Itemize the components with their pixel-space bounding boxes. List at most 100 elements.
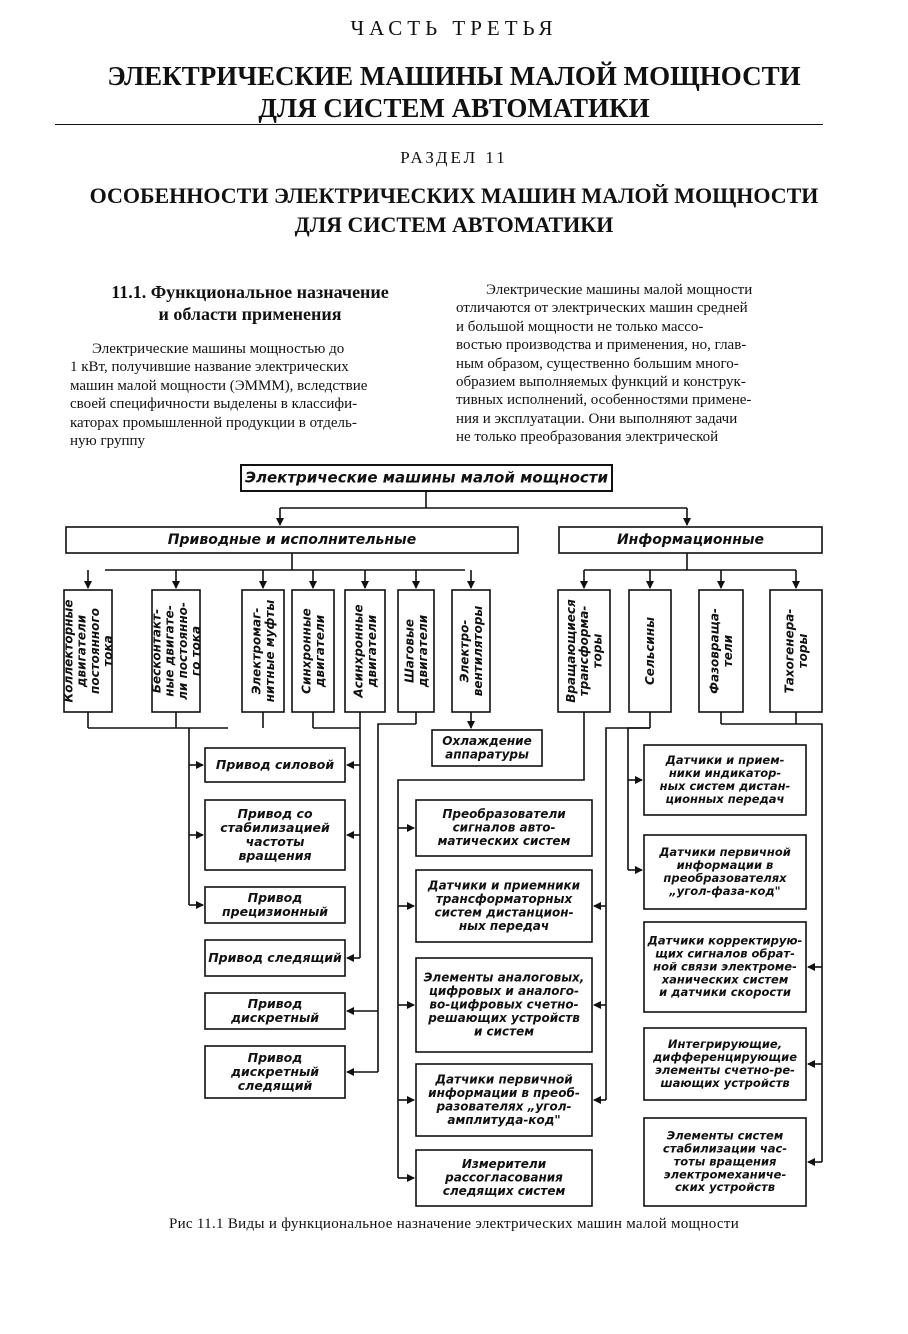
machine-type-left-4-text-1: Синхронные (300, 608, 314, 694)
application-box-mid-4-text-3: разователях „угол- (436, 1099, 572, 1113)
application-box-mid-5-frame (415, 1149, 593, 1207)
machine-type-left-6-frame (397, 589, 435, 713)
drive-box-4: Привод следящий (204, 939, 346, 977)
part-title-line-2: ДЛЯ СИСТЕМ АВТОМАТИКИ (258, 93, 650, 123)
machine-type-left-2-text-2: ные двигате- (163, 605, 177, 697)
application-box-right-5-text-2: стабилизации час- (663, 1142, 787, 1156)
machine-type-right-2: Сельсины (628, 589, 672, 713)
machine-type-left-2-text-3: ли постоянно- (176, 602, 190, 700)
machine-type-left-2-text-4: го тока (189, 626, 203, 676)
application-box-mid-3: Элементы аналоговых,цифровых и аналого-в… (415, 957, 593, 1053)
right-line-4: востью производства и применения, но, гл… (456, 337, 747, 354)
cooling-box-text-2: аппаратуры (445, 747, 529, 761)
application-box-right-1-text-1: Датчики и прием- (665, 753, 785, 767)
application-box-right-1-text-2: ники индикатор- (669, 766, 782, 780)
subsection-heading-line-2: и области применения (158, 304, 342, 324)
application-box-right-2-text-1: Датчики первичной (658, 845, 791, 859)
drive-box-2-frame (204, 799, 346, 871)
application-box-right-1-frame (643, 744, 807, 816)
application-box-mid-3-frame (415, 957, 593, 1053)
left-line-3: машин малой мощности (ЭММM), вследствие (70, 377, 368, 394)
drive-box-6-text-3: следящий (238, 1078, 313, 1093)
right-line-7: тивных исполнений, особенностями примене… (456, 392, 752, 409)
application-box-mid-1-text-2: сигналов авто- (453, 821, 556, 835)
application-box-mid-2-text-3: систем дистанцион- (434, 905, 573, 919)
machine-type-right-3-text-2: тели (721, 634, 735, 667)
drive-box-5-text-1: Привод (248, 996, 303, 1011)
application-box-right-5-text-1: Элементы систем (667, 1129, 784, 1143)
drive-box-1-text-1: Привод силовой (216, 757, 335, 772)
application-box-mid-2-frame (415, 869, 593, 943)
machine-type-right-4-frame (769, 589, 823, 713)
machine-type-left-7-text-2: вентиляторы (471, 606, 485, 697)
application-box-right-3: Датчики корректирую-щих сигналов обрат-н… (643, 921, 807, 1013)
application-box-right-2-text-3: преобразователях (663, 871, 787, 885)
drive-box-1: Привод силовой (204, 747, 346, 783)
application-box-right-1-text-4: ционных передач (666, 792, 785, 806)
left-line-2: 1 кВт, получившие название электрических (70, 359, 349, 376)
machine-type-left-1-frame (63, 589, 113, 713)
machine-type-left-4-text-2: двигатели (313, 614, 327, 688)
branch-left-box-text-1: Приводные и исполнительные (168, 532, 416, 548)
machine-type-right-1-text-3: торы (590, 634, 604, 669)
machine-type-left-1-text-1: Коллекторные (61, 600, 75, 703)
application-box-right-3-text-2: щих сигналов обрат- (655, 947, 795, 961)
drive-box-3-text-1: Привод (248, 890, 303, 905)
machine-type-left-2-text-1: Бесконтакт- (149, 609, 163, 693)
application-box-right-3-text-1: Датчики корректирую- (647, 934, 803, 948)
branch-left-box: Приводные и исполнительные (65, 526, 519, 554)
left-line-5: каторах промышленной продукции в отдель- (70, 414, 357, 431)
application-box-right-5-text-5: ских устройств (675, 1180, 775, 1194)
machine-type-right-1-frame (557, 589, 611, 713)
application-box-right-2-frame (643, 834, 807, 910)
subsection-heading: 11.1. Функциональное назначение и област… (70, 281, 430, 325)
machine-type-right-2-frame (628, 589, 672, 713)
machine-type-right-3: Фазовраща-тели (698, 589, 744, 713)
section-heading: РАЗДЕЛ 11 (400, 148, 508, 167)
drive-box-6-text-1: Привод (248, 1050, 303, 1065)
application-box-right-1-text-3: ных систем дистан- (660, 779, 791, 793)
drive-box-4-frame (204, 939, 346, 977)
drive-box-6-frame (204, 1045, 346, 1099)
root-box-frame (240, 464, 613, 492)
machine-type-left-7-text-1: Электро- (458, 620, 472, 683)
application-box-mid-4-text-4: амплитуда-код" (447, 1113, 560, 1127)
part-title-line-1: ЭЛЕКТРИЧЕСКИЕ МАШИНЫ МАЛОЙ МОЩНОСТИ (107, 61, 801, 91)
drive-box-2-text-4: вращения (238, 848, 311, 863)
application-box-right-3-text-5: и датчики скорости (659, 985, 791, 999)
part-heading: ЧАСТЬ ТРЕТЬЯ (350, 16, 558, 40)
title-rule (55, 124, 823, 125)
branch-right-box-frame (558, 526, 823, 554)
left-paragraph: Электрические машины мощностью до 1 кВт,… (70, 340, 430, 450)
application-box-right-4-text-3: элементы счетно-ре- (655, 1063, 795, 1077)
drive-box-6-text-2: дискретный (230, 1064, 319, 1079)
drive-box-2-text-3: частоты (246, 834, 305, 849)
figure-caption: Рис 11.1 Виды и функциональное назначени… (168, 1216, 740, 1232)
section-title-line-2: ДЛЯ СИСТЕМ АВТОМАТИКИ (294, 212, 614, 237)
cooling-box-text-1: Охлаждение (442, 734, 531, 748)
cooling-box-frame (431, 729, 543, 767)
application-box-right-3-frame (643, 921, 807, 1013)
machine-type-left-5-text-2: двигатели (365, 614, 379, 688)
branch-right-box-text-1: Информационные (617, 532, 764, 548)
right-line-6: образием выполняемых функций и конструк- (456, 374, 746, 391)
machine-type-left-3-frame (241, 589, 285, 713)
application-box-mid-4-text-2: информации в преоб- (428, 1086, 580, 1100)
machine-type-left-7: Электро-вентиляторы (451, 589, 491, 713)
root-box: Электрические машины малой мощности (240, 464, 613, 492)
application-box-right-4-text-1: Интегрирующие, (668, 1037, 782, 1051)
machine-type-left-4-frame (291, 589, 335, 713)
application-box-mid-1-text-3: матических систем (438, 834, 571, 848)
drive-box-5-frame (204, 992, 346, 1030)
branch-left-box-frame (65, 526, 519, 554)
